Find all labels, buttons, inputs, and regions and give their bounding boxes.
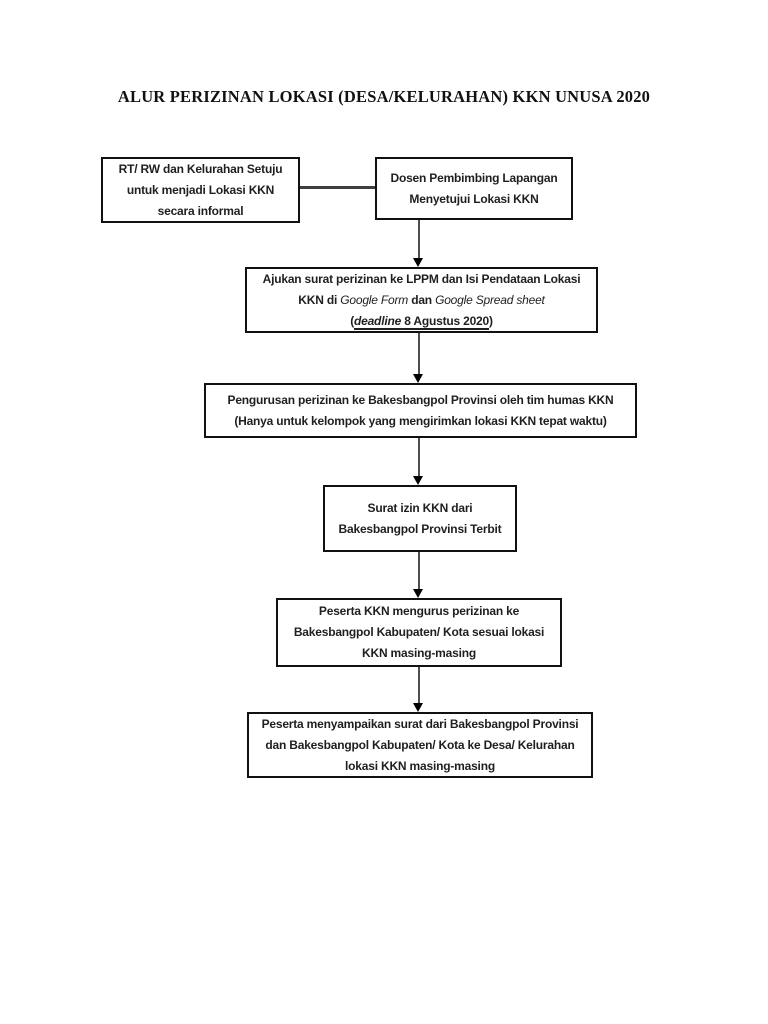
box-line: Pengurusan perizinan ke Bakesbangpol Pro…: [227, 392, 614, 407]
box-line: KKN masing-masing: [362, 646, 476, 660]
box-line: Bakesbangpol Kabupaten/ Kota sesuai loka…: [293, 625, 545, 639]
arrow-shaft: [417, 333, 420, 375]
connector-line-horizontal: [300, 186, 375, 189]
box-line: Menyetujui Lokasi KKN: [409, 191, 539, 206]
box-line: Bakesbangpol Provinsi Terbit: [338, 521, 502, 536]
box-line: (Hanya untuk kelompok yang mengirimkan l…: [234, 413, 607, 428]
box-line: Peserta menyampaikan surat dari Bakesban…: [261, 716, 579, 731]
text-segment: dan: [408, 292, 436, 307]
text-segment: ): [489, 313, 493, 328]
connector-arrow-down-5: [413, 667, 424, 712]
text-segment-italic: deadline: [353, 313, 402, 328]
box-line: secara informal: [157, 203, 244, 218]
box-line: lokasi KKN masing-masing: [345, 758, 495, 773]
box-peserta-kabupaten-kota-permit: Peserta KKN mengurus perizinan ke Bakesb…: [276, 598, 562, 667]
text-segment-italic: Google Form: [340, 292, 409, 307]
connector-arrow-down-4: [413, 552, 424, 598]
arrow-head-icon: [413, 258, 423, 267]
arrow-head-icon: [413, 374, 423, 383]
arrow-head-icon: [413, 589, 423, 598]
box-line: Dosen Pembimbing Lapangan: [390, 170, 558, 185]
arrow-shaft: [417, 667, 420, 704]
box-line: KKN di Google Form dan Google Spread she…: [298, 290, 545, 311]
arrow-shaft: [417, 220, 420, 259]
page-title: ALUR PERIZINAN LOKASI (DESA/KELURAHAN) K…: [117, 87, 651, 106]
connector-arrow-down-2: [413, 333, 424, 383]
box-dpl-approval: Dosen Pembimbing Lapangan Menyetujui Lok…: [375, 157, 573, 220]
box-line: Peserta KKN mengurus perizinan ke: [318, 604, 520, 618]
box-line: RT/ RW dan Kelurahan Setuju: [118, 161, 283, 176]
text-segment: 8 Agustus 2020: [401, 313, 490, 328]
arrow-shaft: [417, 552, 420, 590]
deadline-underlined: deadline 8 Agustus 2020: [354, 314, 489, 328]
arrow-head-icon: [413, 476, 423, 485]
arrow-shaft: [417, 438, 420, 477]
box-line: (deadline 8 Agustus 2020): [350, 311, 493, 332]
connector-arrow-down-1: [413, 220, 424, 267]
arrow-head-icon: [413, 703, 423, 712]
box-line: untuk menjadi Lokasi KKN: [126, 182, 275, 197]
box-submit-lppm-form: Ajukan surat perizinan ke LPPM dan Isi P…: [245, 267, 598, 333]
box-line: Ajukan surat perizinan ke LPPM dan Isi P…: [262, 271, 581, 286]
box-line: dan Bakesbangpol Kabupaten/ Kota ke Desa…: [265, 737, 575, 752]
box-line: Surat izin KKN dari: [367, 500, 473, 515]
box-surat-izin-terbit: Surat izin KKN dari Bakesbangpol Provins…: [323, 485, 517, 552]
text-segment-italic: Google Spread sheet: [435, 292, 545, 307]
text-segment: (: [350, 313, 354, 328]
box-bakesbangpol-provinsi-processing: Pengurusan perizinan ke Bakesbangpol Pro…: [204, 383, 637, 438]
text-segment: KKN di: [298, 292, 341, 307]
connector-arrow-down-3: [413, 438, 424, 485]
box-peserta-menyampaikan-surat: Peserta menyampaikan surat dari Bakesban…: [247, 712, 593, 778]
box-rt-rw-informal-approval: RT/ RW dan Kelurahan Setuju untuk menjad…: [101, 157, 300, 223]
